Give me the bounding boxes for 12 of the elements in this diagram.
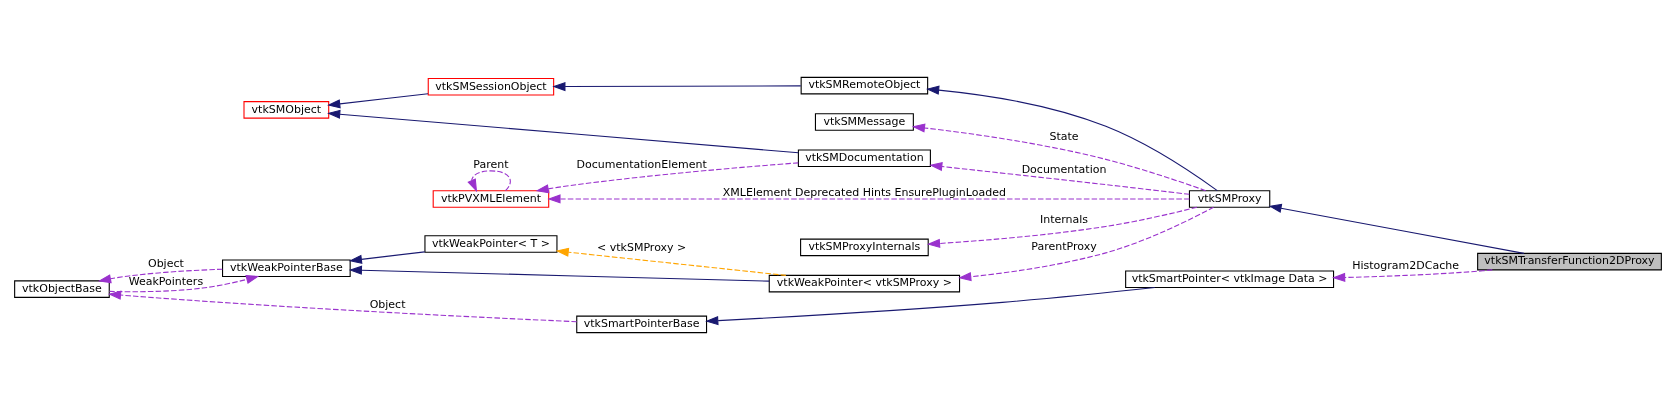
edge-label: WeakPointers [128,274,203,288]
edge-label: Histogram2DCache [1351,259,1459,273]
edge-label: DocumentationElement [575,158,707,172]
edge-label: ParentProxy [1030,239,1097,253]
edge-label: XMLElement Deprecated Hints EnsurePluginLoaded [722,185,1006,199]
edge-label: Parent [472,157,509,171]
edge-label: State [1048,129,1079,143]
edge-label: < vtkSMProxy > [596,240,686,254]
edge-label: Object [147,257,184,271]
edge-label: Documentation [1021,162,1106,176]
edge-label: Internals [1039,213,1088,227]
edge-label: Object [369,297,405,311]
